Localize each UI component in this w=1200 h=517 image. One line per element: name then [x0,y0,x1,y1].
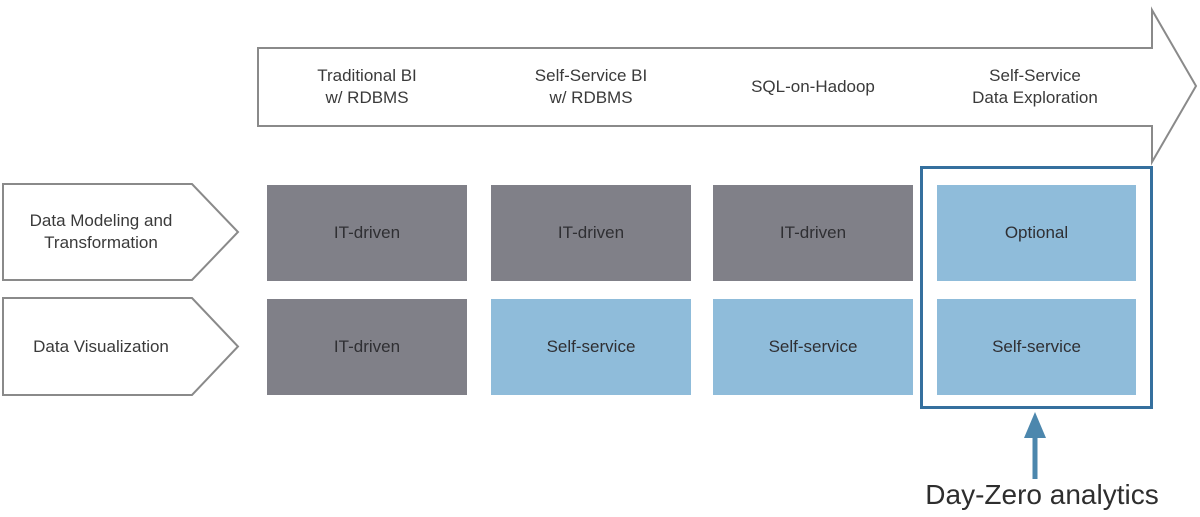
cell-modeling-sql-on-hadoop: IT-driven [713,185,913,281]
cell-visualization-self-service-exploration: Self-service [937,299,1136,395]
row-chevron-icon [2,183,240,281]
cell-visualization-self-service-bi: Self-service [491,299,691,395]
day-zero-highlight-box [920,166,1153,409]
cell-visualization-sql-on-hadoop: Self-service [713,299,913,395]
row-label-data-visualization: Data Visualization [33,336,169,356]
timeline-stage-self-service-bi: Self-Service BI w/ RDBMS [534,66,648,107]
row-chevron-icon [2,297,240,396]
day-zero-analytics-label: Day-Zero analytics [925,479,1159,510]
cell-visualization-traditional-bi: IT-driven [267,299,467,395]
timeline-stage-sql-on-hadoop: SQL-on-Hadoop [751,77,875,97]
cell-modeling-self-service-bi: IT-driven [491,185,691,281]
cell-modeling-self-service-exploration: Optional [937,185,1136,281]
timeline-stage-traditional-bi: Traditional BI w/ RDBMS [317,66,417,107]
timeline-stage-self-service-data-exploration: Self-Service Data Exploration [972,66,1098,107]
row-label-data-modeling: Data Modeling and Transformation [29,211,173,252]
annotation-up-arrow-icon [1024,412,1046,479]
timeline-arrow-icon [257,6,1198,166]
cell-modeling-traditional-bi: IT-driven [267,185,467,281]
